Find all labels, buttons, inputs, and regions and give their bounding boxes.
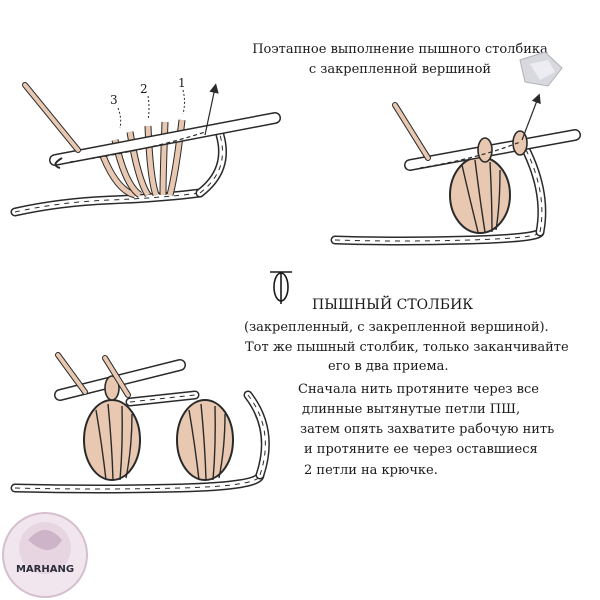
diagram-title: Поэтапное выполнение пышного столбика с … bbox=[230, 40, 570, 80]
title-line-2: с закрепленной вершиной bbox=[308, 62, 492, 77]
description-line-6: затем опять захватите рабочую нить bbox=[300, 422, 555, 437]
crochet-hook-1 bbox=[49, 112, 281, 169]
description-line-2: Тот же пышный столбик, только заканчивай… bbox=[245, 340, 569, 355]
yarn-loops-1 bbox=[96, 119, 186, 199]
figure-step-1 bbox=[10, 82, 281, 217]
yarn-puff-3b bbox=[176, 399, 234, 481]
chain-base-1 bbox=[10, 188, 205, 217]
description-line-7: и протяните ее через оставшиеся bbox=[304, 442, 538, 457]
step-number-2: 2 bbox=[140, 82, 148, 96]
watermark-badge: MARHANG bbox=[2, 512, 88, 598]
figure-step-2 bbox=[330, 93, 581, 246]
watermark-text: MARHANG bbox=[16, 564, 74, 575]
gem-decoration bbox=[519, 51, 563, 87]
description-line-3: его в два приема. bbox=[328, 359, 449, 374]
puff-stitch-symbol bbox=[270, 271, 292, 304]
figure-step-3 bbox=[10, 352, 270, 494]
step-number-1: 1 bbox=[178, 76, 186, 90]
description-line-1: (закрепленный, с закрепленной вершиной). bbox=[244, 320, 549, 335]
description-line-4: Сначала нить протяните через все bbox=[298, 382, 539, 397]
description-line-8: 2 петли на крючке. bbox=[304, 463, 438, 478]
title-line-1: Поэтапное выполнение пышного столбика bbox=[252, 42, 548, 57]
yarn-puff-3a bbox=[83, 399, 141, 481]
step-number-3: 3 bbox=[110, 93, 118, 107]
yarn-puff-2 bbox=[449, 156, 511, 234]
description-line-5: длинные вытянутые петли ПШ, bbox=[302, 402, 521, 417]
stitch-name: ПЫШНЫЙ СТОЛБИК bbox=[312, 297, 474, 313]
